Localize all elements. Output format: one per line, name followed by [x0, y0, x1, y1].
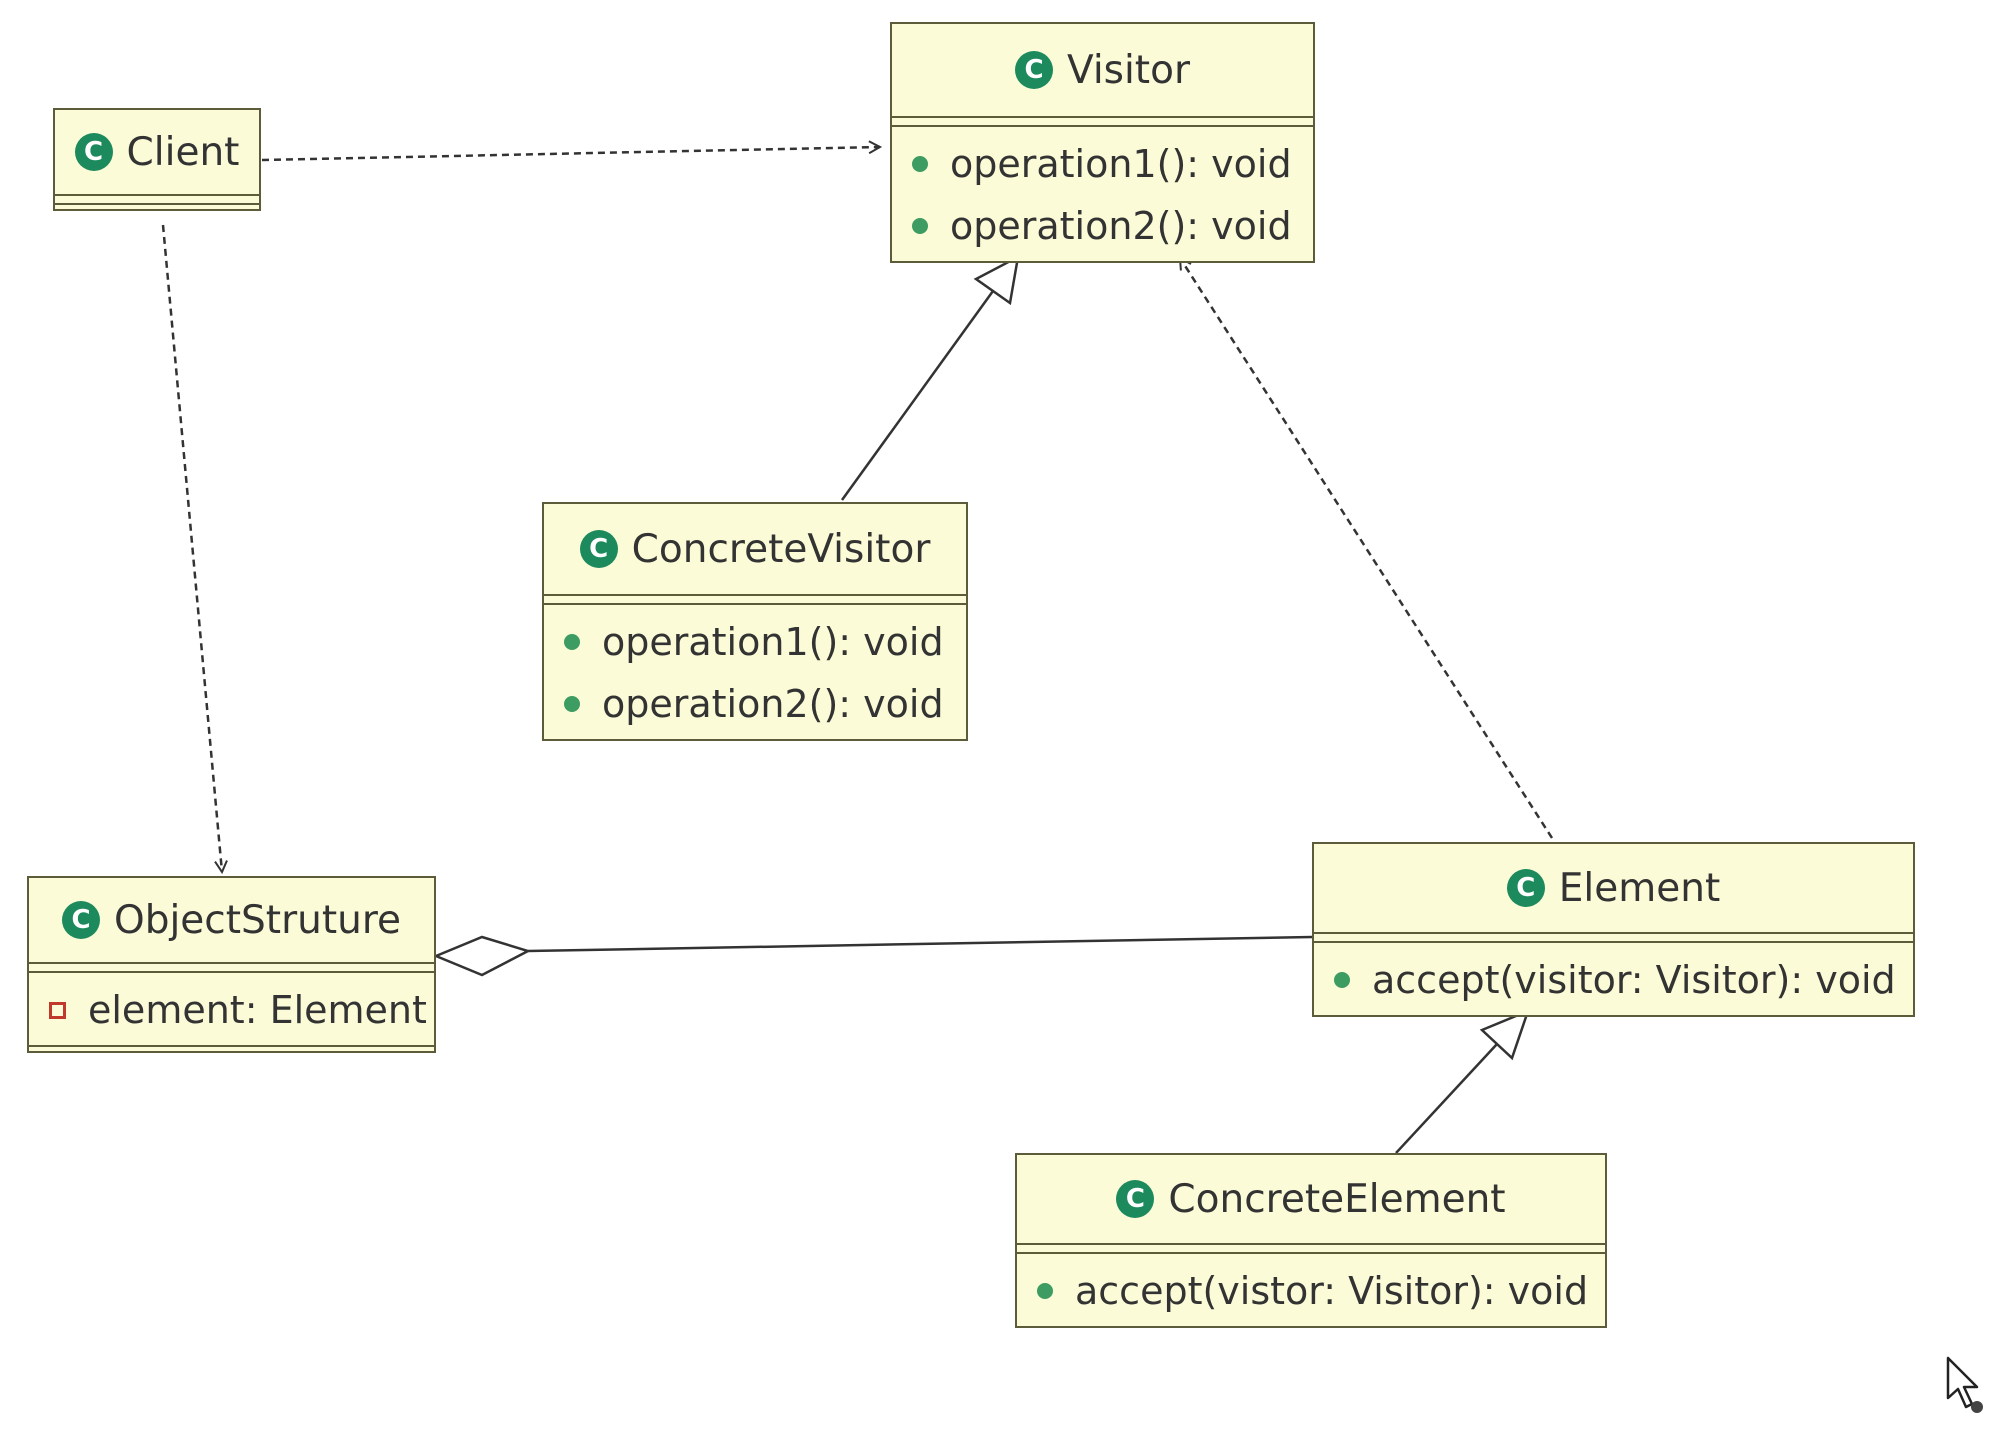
edge-client-visitor [261, 147, 880, 162]
generalization-arrowhead-visitor [973, 254, 1020, 306]
public-member-dot-icon [564, 696, 580, 712]
class-header: C Element [1314, 844, 1913, 932]
generalization-arrowhead-element [1479, 1008, 1531, 1061]
attribute-divider [892, 116, 1313, 127]
class-visitor[interactable]: C Visitor operation1(): void operation2(… [890, 22, 1315, 263]
class-header: C ConcreteElement [1017, 1155, 1605, 1243]
member-list [55, 205, 259, 209]
class-c-icon: C [579, 530, 618, 568]
attribute-divider [29, 962, 434, 973]
class-c-icon: C [1015, 51, 1053, 89]
member-list: accept(vistor: Visitor): void [1017, 1254, 1605, 1326]
mouse-pointer-icon [1946, 1356, 1983, 1413]
member-text: accept(visitor: Visitor): void [1372, 958, 1896, 1002]
edge-concretevisitor-visitor [840, 290, 995, 501]
class-element[interactable]: C Element accept(visitor: Visitor): void [1312, 842, 1915, 1017]
edge-element-visitor [1180, 258, 1554, 839]
class-name: Element [1558, 865, 1721, 911]
class-c-icon: C [74, 133, 113, 171]
attribute-divider [55, 194, 259, 205]
field-element[interactable]: element: Element [29, 979, 434, 1041]
class-header: C Client [55, 110, 259, 194]
attribute-divider [1314, 932, 1913, 943]
class-concrete-visitor[interactable]: C ConcreteVisitor operation1(): void ope… [542, 502, 968, 741]
public-member-dot-icon [912, 156, 928, 172]
class-concrete-element[interactable]: C ConcreteElement accept(vistor: Visitor… [1015, 1153, 1607, 1328]
public-member-dot-icon [1037, 1283, 1053, 1299]
method-operation2[interactable]: operation2(): void [892, 195, 1313, 257]
member-list: accept(visitor: Visitor): void [1314, 943, 1913, 1015]
member-text: operation2(): void [950, 204, 1292, 248]
operation-divider [29, 1045, 434, 1051]
edge-client-objectstructure [161, 224, 222, 872]
method-operation2[interactable]: operation2(): void [544, 673, 966, 735]
edge-objectstructure-element [527, 935, 1313, 953]
edge-concreteelement-element [1395, 1043, 1498, 1154]
aggregation-diamond [432, 935, 532, 977]
public-member-dot-icon [912, 218, 928, 234]
class-name: Visitor [1067, 47, 1190, 93]
class-header: C Visitor [892, 24, 1313, 116]
method-accept[interactable]: accept(vistor: Visitor): void [1017, 1260, 1605, 1322]
member-text: operation2(): void [602, 682, 944, 726]
private-member-square-icon [49, 1001, 66, 1019]
attribute-divider [1017, 1243, 1605, 1254]
class-c-icon: C [1116, 1180, 1155, 1218]
member-list: operation1(): void operation2(): void [544, 605, 966, 739]
class-c-icon: C [62, 901, 100, 939]
public-member-dot-icon [564, 634, 580, 650]
public-member-dot-icon [1334, 972, 1350, 988]
class-client[interactable]: C Client [53, 108, 261, 211]
class-name: Client [126, 129, 240, 175]
class-header: C ObjectStruture [29, 878, 434, 962]
class-header: C ConcreteVisitor [544, 504, 966, 594]
member-text: accept(vistor: Visitor): void [1075, 1269, 1589, 1313]
method-accept[interactable]: accept(visitor: Visitor): void [1314, 949, 1913, 1011]
class-name: ConcreteElement [1168, 1176, 1506, 1222]
class-c-icon: C [1506, 869, 1545, 907]
member-list: element: Element [29, 973, 434, 1045]
method-operation1[interactable]: operation1(): void [544, 611, 966, 673]
member-text: operation1(): void [950, 142, 1292, 186]
class-name: ConcreteVisitor [631, 526, 931, 572]
attribute-divider [544, 594, 966, 605]
member-list: operation1(): void operation2(): void [892, 127, 1313, 261]
member-text: element: Element [88, 988, 427, 1032]
class-object-structure[interactable]: C ObjectStruture element: Element [27, 876, 436, 1053]
method-operation1[interactable]: operation1(): void [892, 133, 1313, 195]
class-name: ObjectStruture [114, 897, 401, 943]
member-text: operation1(): void [602, 620, 944, 664]
